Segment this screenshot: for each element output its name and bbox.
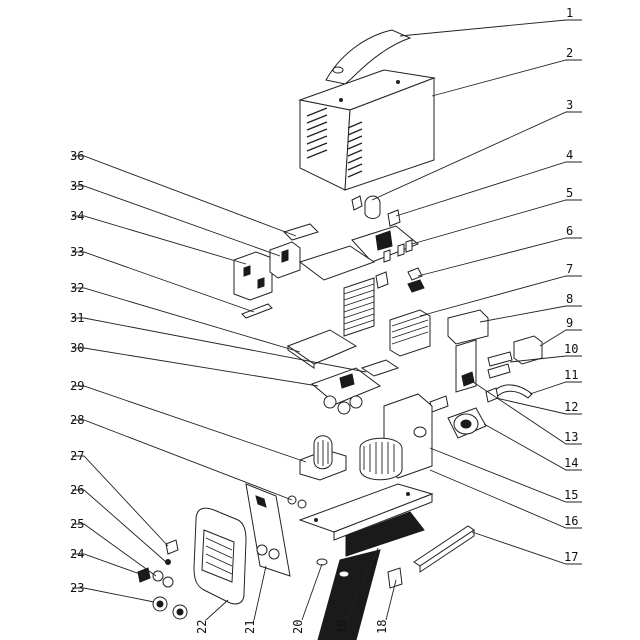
callout-34: 34 bbox=[70, 209, 84, 223]
callout-15: 15 bbox=[564, 488, 578, 502]
part-14-fan bbox=[447, 407, 487, 439]
heatsink-fins bbox=[343, 283, 375, 331]
callout-7: 7 bbox=[566, 262, 573, 276]
callout-23: 23 bbox=[70, 581, 84, 595]
callout-20: 20 bbox=[291, 620, 305, 634]
callout-9: 9 bbox=[566, 316, 573, 330]
part-13-rectifier bbox=[429, 371, 475, 413]
part-21-front-plate bbox=[245, 483, 291, 577]
callout-12: 12 bbox=[564, 400, 578, 414]
part-25-knob-cap bbox=[152, 570, 174, 588]
callout-10: 10 bbox=[564, 342, 578, 356]
part-10-brackets bbox=[487, 351, 513, 379]
callout-2: 2 bbox=[566, 46, 573, 60]
part-27-label bbox=[165, 539, 179, 555]
callout-29: 29 bbox=[70, 379, 84, 393]
callout-17: 17 bbox=[564, 550, 578, 564]
part-11-cable bbox=[491, 384, 533, 399]
cover-vent-slots-left bbox=[306, 107, 328, 159]
callout-14: 14 bbox=[564, 456, 578, 470]
transformer-windings bbox=[363, 442, 395, 474]
part-33-terminal-strip bbox=[241, 303, 273, 319]
callout-16: 16 bbox=[564, 514, 578, 528]
callout-1: 1 bbox=[566, 6, 573, 20]
callout-11: 11 bbox=[564, 368, 578, 382]
part-23-output-terminals bbox=[152, 596, 188, 620]
part-36-top-bracket bbox=[283, 223, 389, 289]
part-31-insulation-sheet bbox=[360, 359, 400, 377]
part-5-control-board bbox=[351, 225, 419, 263]
part-26-indicator bbox=[165, 559, 171, 565]
callout-6: 6 bbox=[566, 224, 573, 238]
leader-lines-right bbox=[371, 19, 582, 565]
callout-18: 18 bbox=[375, 620, 389, 634]
part-22-front-bezel bbox=[193, 507, 247, 605]
part-28-studs bbox=[287, 495, 307, 509]
callout-4: 4 bbox=[566, 148, 573, 162]
callout-13: 13 bbox=[564, 430, 578, 444]
part-7-heatsink bbox=[343, 277, 431, 357]
callout-33: 33 bbox=[70, 245, 84, 259]
part-9-relay bbox=[513, 335, 543, 365]
callout-30: 30 bbox=[70, 341, 84, 355]
callout-26: 26 bbox=[70, 483, 84, 497]
callout-8: 8 bbox=[566, 292, 573, 306]
part-6-connectors bbox=[407, 267, 425, 293]
callout-25: 25 bbox=[70, 517, 84, 531]
callout-numbers: 1 2 3 4 5 6 7 8 9 10 11 12 13 14 15 16 1… bbox=[70, 6, 578, 634]
part-30-power-board bbox=[311, 367, 382, 415]
callout-35: 35 bbox=[70, 179, 84, 193]
callout-27: 27 bbox=[70, 449, 84, 463]
bezel-grille bbox=[205, 537, 233, 575]
leader-lines-left bbox=[72, 155, 367, 603]
callout-32: 32 bbox=[70, 281, 84, 295]
callout-31: 31 bbox=[70, 311, 84, 325]
part-32-main-board bbox=[286, 329, 358, 369]
part-18-foot bbox=[387, 567, 403, 589]
part-4-bracket bbox=[387, 209, 401, 227]
callout-19: 19 bbox=[335, 620, 349, 634]
part-35-side-bracket bbox=[269, 241, 301, 279]
callout-5: 5 bbox=[566, 186, 573, 200]
callout-3: 3 bbox=[566, 98, 573, 112]
part-1-handle bbox=[325, 29, 412, 85]
part-16-transformer-chassis bbox=[298, 437, 434, 541]
part-2-top-cover bbox=[298, 69, 436, 191]
part-34-bracket-assembly bbox=[233, 251, 273, 301]
leader-lines-bottom bbox=[205, 547, 397, 621]
part-24-knob bbox=[137, 567, 151, 583]
callout-28: 28 bbox=[70, 413, 84, 427]
callout-22: 22 bbox=[195, 620, 209, 634]
part-17-bottom-rail bbox=[413, 525, 475, 573]
callout-21: 21 bbox=[243, 620, 257, 634]
part-3-clip bbox=[351, 195, 381, 219]
cover-vent-slots-right bbox=[347, 121, 363, 178]
heatsink-fins-2 bbox=[391, 313, 429, 345]
part-29-inductor bbox=[299, 435, 347, 481]
part-19-base-plate bbox=[317, 511, 425, 640]
callout-36: 36 bbox=[70, 149, 84, 163]
callout-24: 24 bbox=[70, 547, 84, 561]
